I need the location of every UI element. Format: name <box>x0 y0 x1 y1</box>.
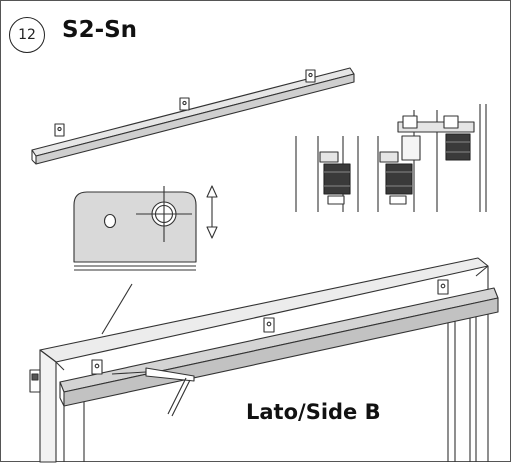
crosshair-icon <box>136 186 192 242</box>
page-title: S2-Sn <box>62 17 138 43</box>
side-label: Lato/Side B <box>246 400 381 424</box>
frame-bracket <box>91 359 103 375</box>
screwdriver <box>111 367 195 417</box>
trolley-left <box>319 151 351 205</box>
door-frame-assembly <box>29 257 499 463</box>
carriage-section-detail <box>295 104 487 212</box>
frame-bracket <box>437 279 449 295</box>
step-number: 12 <box>18 27 36 43</box>
rail-bracket <box>305 69 316 83</box>
rail-bracket <box>54 123 65 137</box>
step-number-badge: 12 <box>9 17 45 53</box>
bracket-detail <box>73 185 218 335</box>
rail-bracket <box>179 97 190 111</box>
frame-bracket <box>263 317 275 333</box>
top-rail <box>31 67 355 165</box>
trolley-right <box>397 115 475 161</box>
trolley-middle <box>379 151 413 205</box>
up-down-arrow-icon <box>206 185 218 239</box>
